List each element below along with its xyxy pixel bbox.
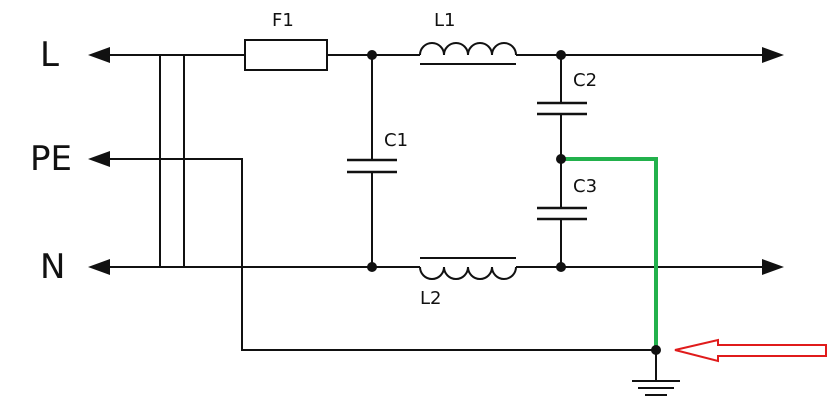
arrowhead-pe-input [88,151,110,167]
junction-dot [367,50,377,60]
inductor-l1-label: L1 [434,10,456,31]
junction-dot [556,262,566,272]
highlight-ground-link [561,157,658,350]
arrowhead-l-output [762,47,784,63]
wire-pe [100,158,656,351]
fuse-f1-symbol [244,39,328,71]
cap-c2-label: C2 [573,70,598,91]
cap-c1-label: C1 [384,130,409,151]
cap-c3-label: C3 [573,176,598,197]
fuse-f1-label: F1 [272,10,294,31]
red-pointer-arrow [674,338,827,363]
junction-dot [556,50,566,60]
inductor-l2-coils [419,266,517,280]
arrowhead-l-input [88,47,110,63]
terminal-pe-label: PE [30,139,72,179]
terminal-l-label: L [40,35,59,75]
inductor-l2-label: L2 [420,288,442,309]
junction-dot [556,154,566,164]
arrowhead-n-input [88,259,110,275]
inductor-l1-coils [419,42,517,56]
terminal-n-label: N [40,247,66,287]
junction-dot [651,345,661,355]
junction-dot [367,262,377,272]
arrowhead-n-output [762,259,784,275]
